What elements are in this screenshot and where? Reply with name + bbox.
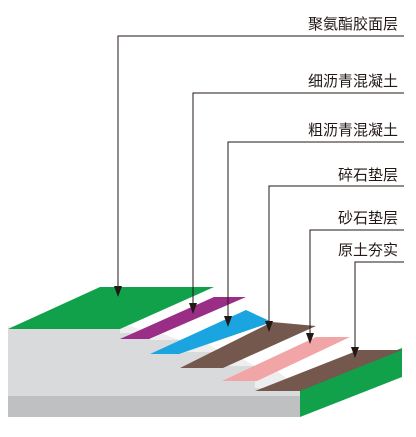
leader-coarse-asphalt-line — [227, 141, 404, 319]
leader-crushed-stone-arrow — [265, 321, 273, 332]
coarse-asphalt-surface — [150, 310, 272, 354]
pu-surface-top — [8, 287, 214, 329]
leader-pu-top-line — [117, 35, 404, 288]
label-coarse-asphalt: 粗沥青混凝土 — [308, 121, 398, 139]
leader-fine-asphalt-line — [192, 92, 404, 306]
label-sand-gravel: 砂石垫层 — [338, 209, 398, 227]
compacted-soil-side — [300, 348, 402, 417]
leader-pu-top-arrow — [114, 286, 122, 297]
leader-compacted-soil-line — [354, 261, 404, 350]
sand-gravel-surface — [222, 337, 350, 381]
label-pu-top: 聚氨酯胶面层 — [308, 15, 398, 33]
leader-crushed-stone — [265, 185, 404, 332]
label-compacted-soil: 原土夯实 — [338, 241, 398, 259]
leader-fine-asphalt — [189, 92, 404, 314]
layer-labels: 聚氨酯胶面层 细沥青混凝土 粗沥青混凝土 碎石垫层 砂石垫层 原土夯实 — [308, 15, 398, 259]
pu-surface-front — [8, 329, 120, 339]
compacted-soil-shadow — [8, 396, 300, 417]
leader-coarse-asphalt-arrow — [224, 316, 232, 327]
leader-sand-gravel-line — [309, 229, 404, 336]
label-fine-asphalt: 细沥青混凝土 — [308, 72, 398, 90]
leader-lines — [114, 35, 404, 358]
leader-compacted-soil-arrow — [351, 347, 359, 358]
leader-coarse-asphalt — [224, 141, 404, 327]
crushed-stone-surface — [180, 322, 316, 368]
leader-fine-asphalt-arrow — [189, 303, 197, 314]
pu-surface-layer — [8, 287, 214, 339]
compacted-soil-surface — [255, 350, 402, 391]
leader-compacted-soil — [351, 261, 404, 358]
leader-pu-top — [114, 35, 404, 297]
leader-sand-gravel-arrow — [306, 333, 314, 344]
label-crushed-stone: 碎石垫层 — [338, 166, 398, 184]
leader-sand-gravel — [306, 229, 404, 344]
fine-asphalt-surface — [120, 297, 246, 339]
layer-stack — [8, 287, 402, 417]
leader-crushed-stone-line — [268, 185, 404, 324]
